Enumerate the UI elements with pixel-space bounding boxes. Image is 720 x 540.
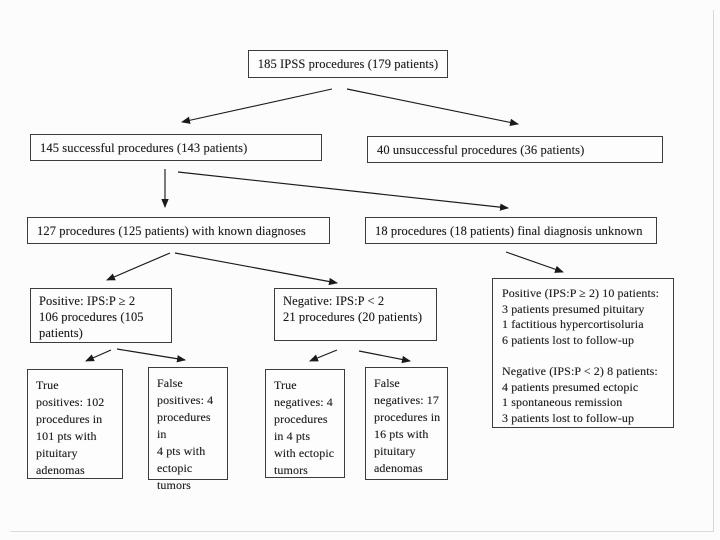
edge-positive-truepos <box>85 349 112 362</box>
node-unknown-outcomes: Positive (IPS:P ≥ 2) 10 patients: 3 pati… <box>492 278 674 428</box>
node-known-diagnoses: 127 procedures (125 patients) with known… <box>27 217 330 244</box>
edge-known-negative <box>174 252 338 286</box>
edge-unknown-outcome <box>505 251 564 273</box>
node-unsuccessful-procedures: 40 unsuccessful procedures (36 patients) <box>367 136 663 163</box>
edge-root-unsuccessful <box>346 88 519 127</box>
node-negative-ips: Negative: IPS:P < 2 21 procedures (20 pa… <box>274 288 437 341</box>
node-false-negatives: False negatives: 17 procedures in 16 pts… <box>365 367 448 480</box>
edge-root-successful <box>181 88 333 124</box>
edge-negative-trueneg <box>309 349 338 362</box>
edge-successful-unknown <box>177 171 509 211</box>
node-false-positives: False positives: 4 procedures in 4 pts w… <box>148 367 228 492</box>
node-true-negatives: True negatives: 4 procedures in 4 pts wi… <box>265 369 345 478</box>
node-true-positives: True positives: 102 procedures in 101 pt… <box>27 369 123 479</box>
edge-negative-falseneg <box>358 350 411 364</box>
node-diagnosis-unknown: 18 procedures (18 patients) final diagno… <box>365 217 657 244</box>
node-successful-procedures: 145 successful procedures (143 patients) <box>30 134 322 161</box>
edge-known-positive <box>106 252 171 281</box>
node-root: 185 IPSS procedures (179 patients) <box>248 50 448 78</box>
edge-positive-falsepos <box>116 348 186 363</box>
node-positive-ips: Positive: IPS:P ≥ 2 106 procedures (105 … <box>30 288 172 343</box>
